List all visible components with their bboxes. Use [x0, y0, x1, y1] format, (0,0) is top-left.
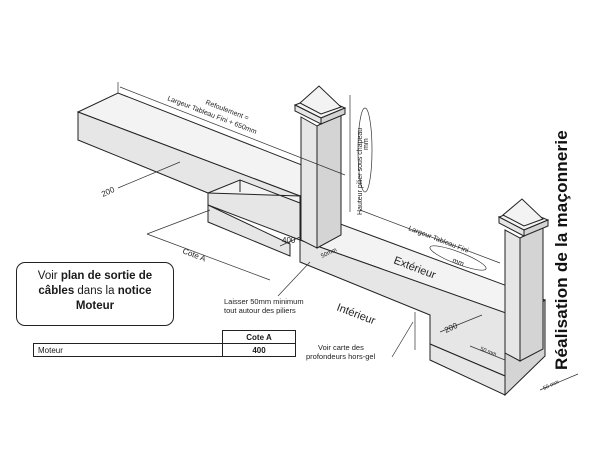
table-header-cote-a: Cote A [222, 330, 296, 344]
hauteur-pilier-label: Hauteur pilier sous chapeau [357, 128, 364, 215]
hauteur-pilier-unit: mm [363, 138, 370, 150]
largeur-tableau-label: Largeur Tableau Fini [407, 225, 469, 255]
note-text-5: Moteur [75, 300, 115, 312]
dimension-lines [117, 82, 579, 391]
cable-plan-note: Voir plan de sortie de câbles dans la no… [16, 262, 174, 326]
side-title: Réalisation de la maçonnerie [552, 130, 571, 370]
foundation-back-section [76, 92, 337, 257]
voir-carte-note-2: profondeurs hors-gel [306, 352, 376, 361]
laisser-note-2: tout autour des piliers [224, 306, 296, 315]
cote-a-label: Cote A [181, 246, 207, 263]
note-text-4: notice [117, 285, 152, 297]
dim-50-right: 50 mm [479, 346, 497, 358]
table-row-label: Moteur [33, 343, 223, 357]
cote-table: Cote A Moteur 400 [33, 330, 296, 357]
foundation-main-section [298, 221, 547, 397]
interieur-label: Intérieur [335, 302, 377, 328]
voir-carte-note-1: Voir carte des [318, 343, 364, 352]
table-row-value: 400 [222, 343, 296, 357]
largeur-tableau-unit: mm [451, 257, 465, 268]
left-pillar [293, 85, 347, 249]
note-text-3: dans la [74, 285, 118, 297]
right-pillar [497, 198, 550, 362]
dim-400: 400 [282, 236, 296, 245]
laisser-note-1: Laisser 50mm minimum [224, 297, 304, 306]
table-row: Moteur 400 [33, 343, 296, 357]
note-text-1: Voir [37, 270, 61, 282]
note-text-2: plan de sortie de câbles [38, 270, 153, 297]
dim-200-left: 200 [100, 185, 116, 199]
dim-50-bottom: 50 mm [542, 379, 560, 392]
